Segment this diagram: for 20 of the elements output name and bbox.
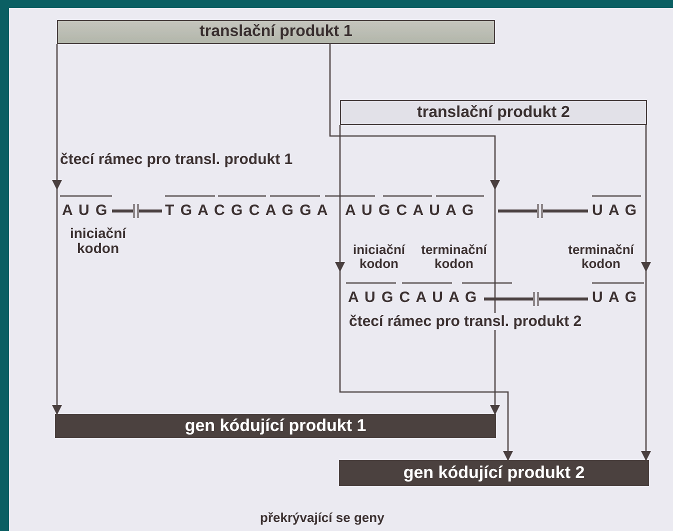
arrow: [641, 125, 651, 461]
arrow: [52, 44, 62, 415]
codon-label: iniciační kodon: [68, 226, 128, 257]
gene-bar: gen kódující produkt 1: [55, 414, 496, 438]
caption: překrývající se geny: [260, 510, 384, 525]
sequence-text: A U G C A U A G: [345, 202, 475, 219]
arrow: [335, 125, 513, 461]
header-bar: translační produkt 1: [57, 20, 495, 44]
sequence-text: A U G C A U A G: [348, 289, 478, 306]
reading-frame-label: čtecí rámec pro transl. produkt 1: [60, 151, 293, 168]
gene-bar: gen kódující produkt 2: [339, 460, 649, 486]
header-bar: translační produkt 2: [340, 100, 647, 125]
codon-label: iniciační kodon: [352, 243, 406, 272]
codon-label: terminační kodon: [420, 243, 488, 272]
sequence-text: A U G: [62, 202, 108, 219]
sequence-text: U A G: [592, 289, 638, 306]
sequence-text: U A G: [592, 202, 638, 219]
sequence-text: T G A C G C A G G A: [165, 202, 329, 219]
codon-label: terminační kodon: [567, 243, 636, 272]
arrow: [329, 44, 500, 415]
